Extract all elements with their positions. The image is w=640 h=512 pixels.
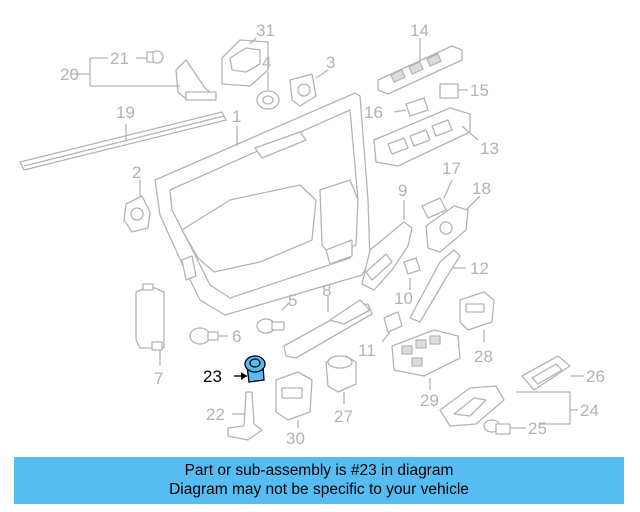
part-13-switch-panel [373,107,479,167]
callout-13: 13 [480,139,499,158]
callout-11: 11 [358,341,376,360]
callout-19: 19 [116,103,135,122]
part-21-screw [136,50,164,64]
callout-20: 20 [60,65,79,84]
callout-21: 21 [110,49,129,68]
callout-16: 16 [364,103,383,122]
part-11-clip [381,311,403,343]
callout-22: 22 [206,405,225,424]
callout-17: 17 [442,159,461,178]
callout-18: 18 [472,179,491,198]
part-20-mirror-cover [72,57,217,101]
part-12-strip [409,249,466,323]
part-29-switch-panel [391,329,461,390]
callout-28: 28 [474,347,493,366]
callout-14: 14 [410,21,429,40]
callout-26: 26 [586,367,605,386]
callout-1: 1 [232,107,241,126]
part-28-switch [459,291,495,342]
part-7-panel [135,283,165,366]
part-31-switch [221,37,269,87]
callout-23: 23 [203,367,222,386]
callout-27: 27 [334,407,353,426]
part-17-switch [421,179,453,219]
callout-12: 12 [470,259,489,278]
callout-labels: 1 2 3 4 5 6 7 8 9 10 11 12 13 14 15 16 1… [60,21,605,448]
part-10-clip [403,257,421,290]
part-1-door-panel [154,92,371,316]
banner-disclaimer-line: Diagram may not be specific to your vehi… [169,481,469,498]
part-25-screw [483,419,526,435]
part-9-handle [361,200,413,291]
part-19-trim-strip [19,111,227,171]
callout-10: 10 [394,289,413,308]
callout-3: 3 [326,53,335,72]
part-3-switch [289,69,329,107]
callout-6: 6 [232,327,241,346]
part-8-armrest [283,296,373,359]
info-banner: Part or sub-assembly is #23 in diagram D… [14,457,624,504]
callout-8: 8 [322,281,331,300]
part-5-screw [256,301,291,334]
callout-4: 4 [262,53,271,72]
part-14-window-switch [377,38,463,95]
callout-25: 25 [528,419,547,438]
callout-7: 7 [154,369,163,388]
part-26-grip [521,355,584,391]
callout-2: 2 [132,163,141,182]
part-15-clip [439,83,468,99]
callout-9: 9 [398,181,407,200]
callout-24: 24 [580,401,599,420]
callout-31: 31 [256,21,275,40]
part-24-handle [439,385,578,427]
callout-30: 30 [286,429,305,448]
part-6-clip [189,327,228,345]
part-30-switch [275,371,313,428]
part-27-knob [325,355,357,404]
callout-5: 5 [288,291,297,310]
part-4-knob [256,72,280,110]
callout-29: 29 [420,391,439,410]
part-18-panel [425,195,481,253]
part-2-bracket [123,180,151,233]
banner-part-line: Part or sub-assembly is #23 in diagram [184,462,454,479]
part-22-rod [227,391,263,441]
part-23-highlighted [234,355,266,383]
callout-15: 15 [470,81,489,100]
part-16-clip [393,97,429,117]
